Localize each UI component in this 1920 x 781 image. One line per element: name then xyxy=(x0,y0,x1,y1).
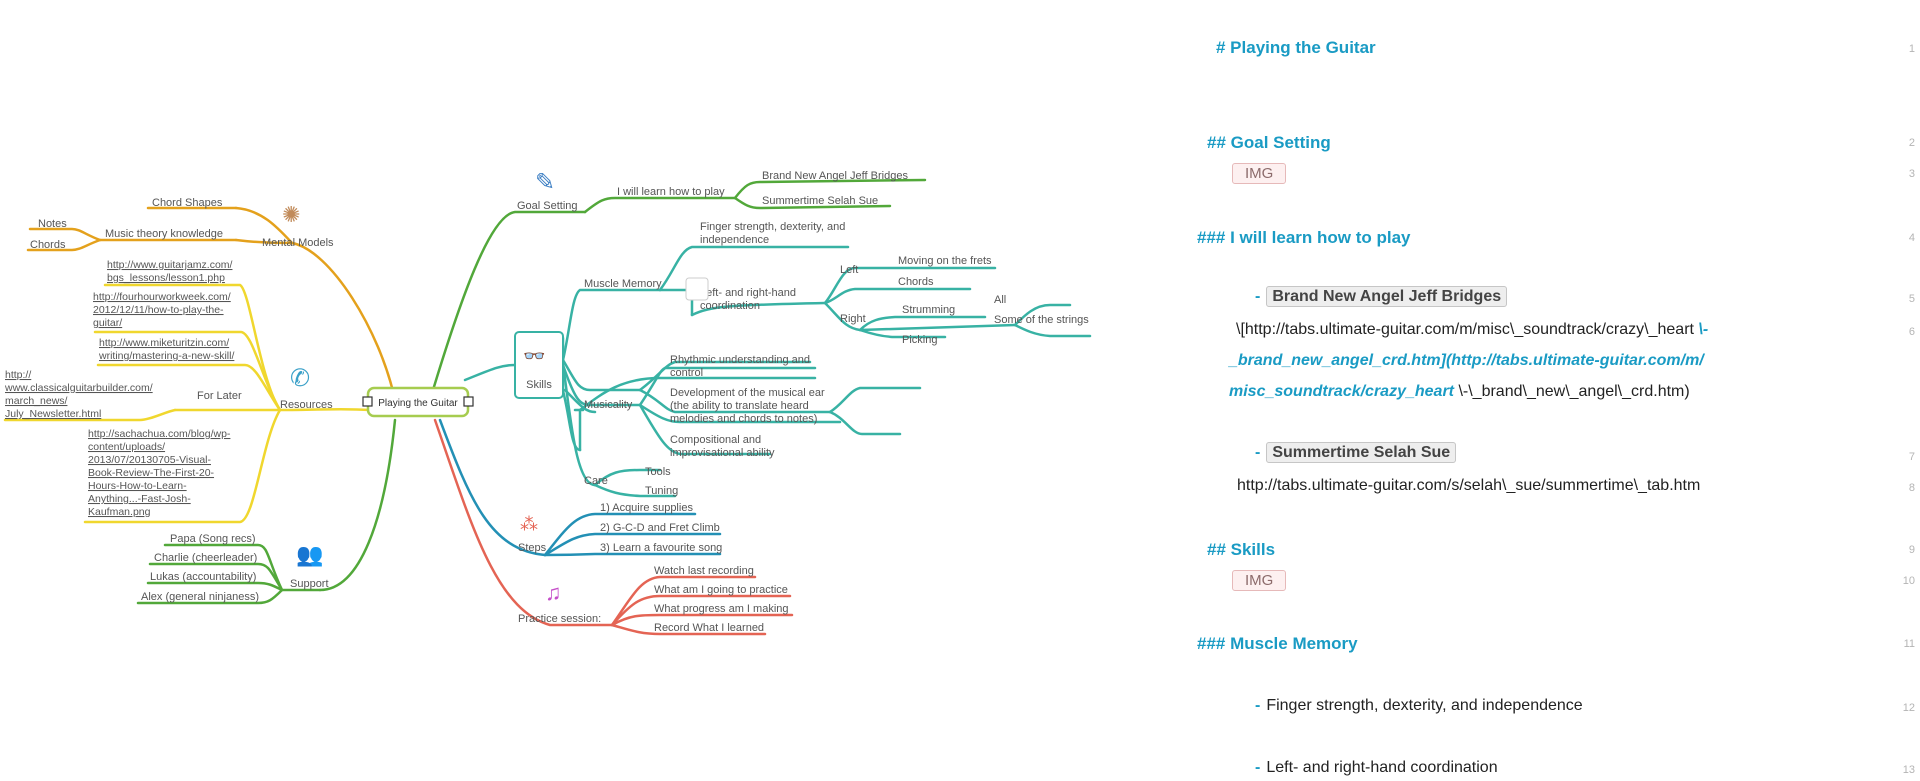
link-line-3[interactable]: misc_soundtrack/crazy_heart \-\_brand\_n… xyxy=(1229,383,1690,400)
line-number: 9 xyxy=(1908,544,1915,556)
markdown-editor[interactable]: # Playing the Guitar 1 ## Goal Setting 2… xyxy=(1150,0,1920,781)
line-number: 8 xyxy=(1908,482,1915,494)
node-support[interactable]: Support xyxy=(290,578,329,590)
heading-playing-guitar[interactable]: # Playing the Guitar xyxy=(1216,38,1376,57)
node-chords[interactable]: Chords xyxy=(30,239,66,251)
central-topic-label: Playing the Guitar xyxy=(378,398,458,409)
tag-summertime[interactable]: Summertime Selah Sue xyxy=(1266,442,1457,463)
node-for-later[interactable]: For Later xyxy=(197,390,242,402)
line-number: 4 xyxy=(1908,232,1915,244)
line-number: 13 xyxy=(1902,764,1915,776)
glasses-icon: 👓 xyxy=(523,346,545,366)
line-number: 6 xyxy=(1908,326,1915,338)
node-musical-ear[interactable]: Development of the musical ear(the abili… xyxy=(670,387,825,425)
steps-icon: ⁂ xyxy=(520,514,538,534)
node-musicality[interactable]: Musicality xyxy=(584,399,633,411)
node-left-chords[interactable]: Chords xyxy=(898,276,934,288)
node-summertime[interactable]: Summertime Selah Sue xyxy=(762,195,878,207)
node-what-progress[interactable]: What progress am I making xyxy=(654,603,789,615)
node-favourite-song[interactable]: 3) Learn a favourite song xyxy=(600,542,722,554)
node-strum-some[interactable]: Some of the strings xyxy=(994,314,1089,326)
list-item-summertime[interactable]: -Summertime Selah Sue xyxy=(1255,442,1457,463)
node-brand-new-angel[interactable]: Brand New Angel Jeff Bridges xyxy=(762,170,908,182)
line-number: 3 xyxy=(1908,168,1915,180)
node-music-theory[interactable]: Music theory knowledge xyxy=(105,228,223,240)
node-acquire-supplies[interactable]: 1) Acquire supplies xyxy=(600,502,693,514)
list-item-brand-new-angel[interactable]: -Brand New Angel Jeff Bridges xyxy=(1255,286,1508,307)
list-item-finger-strength[interactable]: -Finger strength, dexterity, and indepen… xyxy=(1255,697,1583,715)
list-item-text: Left- and right-hand coordination xyxy=(1266,759,1498,776)
node-watch-recording[interactable]: Watch last recording xyxy=(654,565,754,577)
line-number: 1 xyxy=(1908,43,1915,55)
node-moving-frets[interactable]: Moving on the frets xyxy=(898,255,992,267)
heading-muscle-memory[interactable]: ### Muscle Memory xyxy=(1197,634,1358,653)
bullet-dash: - xyxy=(1255,444,1261,461)
node-muscle-memory[interactable]: Muscle Memory xyxy=(584,278,662,290)
node-tools[interactable]: Tools xyxy=(645,466,671,478)
node-practice-session[interactable]: Practice session: xyxy=(518,613,601,625)
node-left[interactable]: Left xyxy=(840,264,858,276)
node-alex[interactable]: Alex (general ninjaness) xyxy=(141,591,259,603)
line-number: 5 xyxy=(1908,293,1915,305)
node-record-learned[interactable]: Record What I learned xyxy=(654,622,764,634)
img-badge[interactable]: IMG xyxy=(1232,163,1287,184)
music-note-icon: ♫ xyxy=(545,580,562,605)
bullet-dash: - xyxy=(1255,288,1261,305)
line-number: 11 xyxy=(1903,638,1915,650)
resource-link-5[interactable]: http://sachachua.com/blog/wp-content/upl… xyxy=(88,428,231,518)
heading-skills[interactable]: ## Skills xyxy=(1207,540,1276,559)
line-number: 2 xyxy=(1908,137,1915,149)
mind-map-canvas[interactable]: Playing the Guitar Mental Models ✺ Chord… xyxy=(0,0,1140,781)
line-number: 12 xyxy=(1902,702,1915,714)
line-number: 7 xyxy=(1908,451,1915,463)
left-handle[interactable] xyxy=(362,396,373,407)
list-item-coordination[interactable]: -Left- and right-hand coordination xyxy=(1255,759,1498,777)
resource-link-4[interactable]: http://www.classicalguitarbuilder.com/ma… xyxy=(4,369,153,420)
brain-icon: ✺ xyxy=(282,202,300,227)
resource-link-1[interactable]: http://www.guitarjamz.com/bgs_lessons/le… xyxy=(107,259,233,284)
node-mental-models[interactable]: Mental Models xyxy=(262,237,334,249)
list-item-text: Finger strength, dexterity, and independ… xyxy=(1266,697,1583,714)
summertime-url[interactable]: http://tabs.ultimate-guitar.com/s/selah\… xyxy=(1237,477,1701,494)
node-charlie[interactable]: Charlie (cheerleader) xyxy=(154,552,257,564)
node-care[interactable]: Care xyxy=(584,475,608,487)
right-handle[interactable] xyxy=(463,396,474,407)
node-chord-shapes[interactable]: Chord Shapes xyxy=(152,197,223,209)
tag-brand-new-angel[interactable]: Brand New Angel Jeff Bridges xyxy=(1266,286,1508,307)
resource-link-2[interactable]: http://fourhourworkweek.com/2012/12/11/h… xyxy=(93,291,231,329)
node-strumming[interactable]: Strumming xyxy=(902,304,955,316)
people-icon: 👥 xyxy=(296,542,323,567)
heading-learn-to-play[interactable]: ### I will learn how to play xyxy=(1197,228,1411,247)
pencil-icon: ✎ xyxy=(535,169,555,196)
line-number: 10 xyxy=(1902,575,1915,587)
node-papa[interactable]: Papa (Song recs) xyxy=(170,533,256,545)
node-picking[interactable]: Picking xyxy=(902,334,937,346)
heading-goal-setting[interactable]: ## Goal Setting xyxy=(1207,133,1331,152)
node-learn-to-play[interactable]: I will learn how to play xyxy=(617,186,725,198)
node-lukas[interactable]: Lukas (accountability) xyxy=(150,571,256,583)
node-steps[interactable]: Steps xyxy=(518,542,547,554)
node-resources[interactable]: Resources xyxy=(280,399,333,411)
node-tuning[interactable]: Tuning xyxy=(645,485,678,497)
collapse-toggle[interactable] xyxy=(685,277,709,301)
node-skills[interactable] xyxy=(514,331,564,399)
node-what-practice[interactable]: What am I going to practice xyxy=(654,584,788,596)
node-skills-label: Skills xyxy=(526,379,552,391)
resource-link-3[interactable]: http://www.miketuritzin.com/writing/mast… xyxy=(98,337,234,362)
node-notes[interactable]: Notes xyxy=(38,218,67,230)
node-right[interactable]: Right xyxy=(840,313,866,325)
link-line-2[interactable]: _brand_new_angel_crd.htm](http://tabs.ul… xyxy=(1229,352,1704,369)
bullet-dash: - xyxy=(1255,759,1261,776)
bullet-dash: - xyxy=(1255,697,1261,714)
node-gcd[interactable]: 2) G-C-D and Fret Climb xyxy=(600,522,720,534)
img-badge[interactable]: IMG xyxy=(1232,570,1287,591)
phone-icon: ✆ xyxy=(290,365,310,392)
node-strum-all[interactable]: All xyxy=(994,294,1006,306)
node-goal-setting[interactable]: Goal Setting xyxy=(517,200,578,212)
link-line-1[interactable]: \[http://tabs.ultimate-guitar.com/m/misc… xyxy=(1236,321,1709,338)
